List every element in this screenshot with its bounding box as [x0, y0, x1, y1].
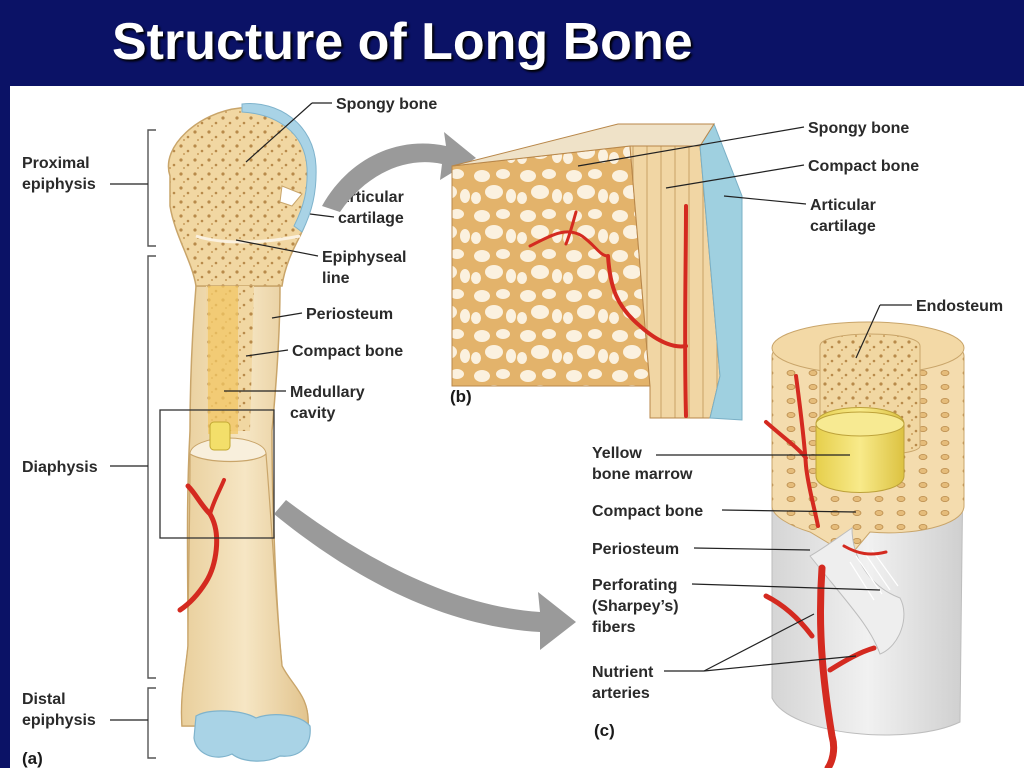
- label-c-nutrient: Nutrient: [592, 664, 654, 681]
- articular-notch: [279, 185, 303, 207]
- panel-b-labels: Spongy bone Compact bone Articular carti…: [577, 120, 919, 235]
- shaft-c-marrow-top: [815, 411, 905, 437]
- articular-cartilage-cap: [241, 103, 317, 233]
- leader-a-spongy-2: [245, 102, 313, 163]
- panel-a-letter: (a): [22, 749, 43, 768]
- block-b-spongy: [451, 145, 651, 387]
- artery-b-1: [528, 230, 610, 258]
- slide-title: Structure of Long Bone: [112, 13, 693, 71]
- block-b-top: [451, 123, 715, 167]
- leader-b-compact: [665, 164, 805, 189]
- label-c-compact-bone: Compact bone: [592, 503, 703, 520]
- label-c-perforating-2: (Sharpey’s): [592, 598, 679, 615]
- artery-c-branch-1: [763, 593, 815, 639]
- leader-c-compact: [721, 509, 857, 513]
- label-distal-epiphysis-2: epiphysis: [22, 712, 96, 729]
- label-b-articular-cartilage: Articular: [810, 197, 876, 214]
- label-c-yellow-marrow: Yellow: [592, 445, 642, 462]
- panel-b-bone-block: (b): [450, 122, 743, 421]
- arrow-to-b: [322, 132, 476, 212]
- panel-c-letter: (c): [594, 721, 615, 740]
- label-a-compact-bone: Compact bone: [292, 343, 403, 360]
- bracket-diaphysis: [147, 255, 156, 679]
- leader-b-articular: [723, 195, 807, 205]
- artery-c-main: [816, 564, 838, 768]
- label-a-epiphyseal-line-2: line: [322, 270, 350, 287]
- label-diaphysis: Diaphysis: [22, 459, 98, 476]
- leader-a-compact: [245, 349, 289, 357]
- label-c-perforating: Perforating: [592, 577, 677, 594]
- leader-a-periosteum: [271, 312, 303, 319]
- artery-c-branch-3: [794, 374, 820, 528]
- bracket-distal: [147, 687, 156, 759]
- nutrient-artery-a: [177, 483, 220, 613]
- label-a-articular-cartilage-2: cartilage: [338, 210, 404, 227]
- leader-c-nutrient-b: [703, 655, 857, 672]
- bracket-proximal: [147, 129, 156, 247]
- label-a-epiphyseal-line: Epiphyseal: [322, 249, 406, 266]
- label-b-compact-bone: Compact bone: [808, 158, 919, 175]
- artery-b-3: [683, 204, 688, 418]
- panel-a-long-bone: [159, 103, 317, 762]
- panel-c-labels: Endosteum Yellow bone marrow Compact bon…: [592, 298, 1003, 702]
- arrow-to-c: [274, 500, 576, 650]
- leader-a-articular: [309, 213, 335, 218]
- panel-b-letter: (b): [450, 387, 472, 406]
- panel-c-shaft-section: (c): [594, 321, 965, 768]
- zoom-box: [159, 409, 275, 539]
- leader-c-endosteum-2: [855, 304, 881, 359]
- leader-c-periosteum: [693, 547, 811, 551]
- leader-a-epiphyseal: [235, 239, 319, 257]
- label-c-perforating-3: fibers: [592, 619, 636, 636]
- label-a-medullary-cavity: Medullary: [290, 384, 365, 401]
- label-c-endosteum: Endosteum: [916, 298, 1003, 315]
- label-b-articular-cartilage-2: cartilage: [810, 218, 876, 235]
- label-c-nutrient-2: arteries: [592, 685, 650, 702]
- leader-c-nutrient-a: [703, 613, 815, 672]
- marrow-plug: [209, 421, 231, 451]
- region-brackets: [110, 129, 156, 759]
- long-bone-diagram: Proximal epiphysis Diaphysis Distal epip…: [22, 96, 1003, 768]
- label-proximal-epiphysis: Proximal: [22, 155, 90, 172]
- artery-b-2: [606, 254, 688, 349]
- nutrient-artery-branch-a: [208, 478, 226, 516]
- label-proximal-epiphysis-2: epiphysis: [22, 176, 96, 193]
- diagram-panel: Proximal epiphysis Diaphysis Distal epip…: [10, 86, 1024, 768]
- label-b-spongy-bone: Spongy bone: [808, 120, 909, 137]
- leader-b-spongy: [577, 126, 805, 167]
- label-c-yellow-marrow-2: bone marrow: [592, 466, 693, 483]
- label-a-medullary-cavity-2: cavity: [290, 405, 335, 422]
- label-distal-epiphysis: Distal: [22, 691, 66, 708]
- artery-c-branch-5: [842, 544, 888, 556]
- label-a-periosteum: Periosteum: [306, 306, 393, 323]
- panel-a-labels: Proximal epiphysis Diaphysis Distal epip…: [22, 96, 437, 768]
- distal-articular-cartilage: [193, 710, 311, 762]
- medullary-cavity: [208, 286, 238, 434]
- shaft-c-periosteum-flap: [809, 527, 905, 655]
- artery-b-4: [564, 210, 578, 246]
- sharpey-fibers: [849, 549, 899, 601]
- leader-c-perforating: [691, 583, 881, 591]
- label-c-periosteum: Periosteum: [592, 541, 679, 558]
- label-a-spongy-bone: Spongy bone: [336, 96, 437, 113]
- epiphyseal-line: [195, 234, 301, 244]
- zoom-arrows: [274, 132, 576, 650]
